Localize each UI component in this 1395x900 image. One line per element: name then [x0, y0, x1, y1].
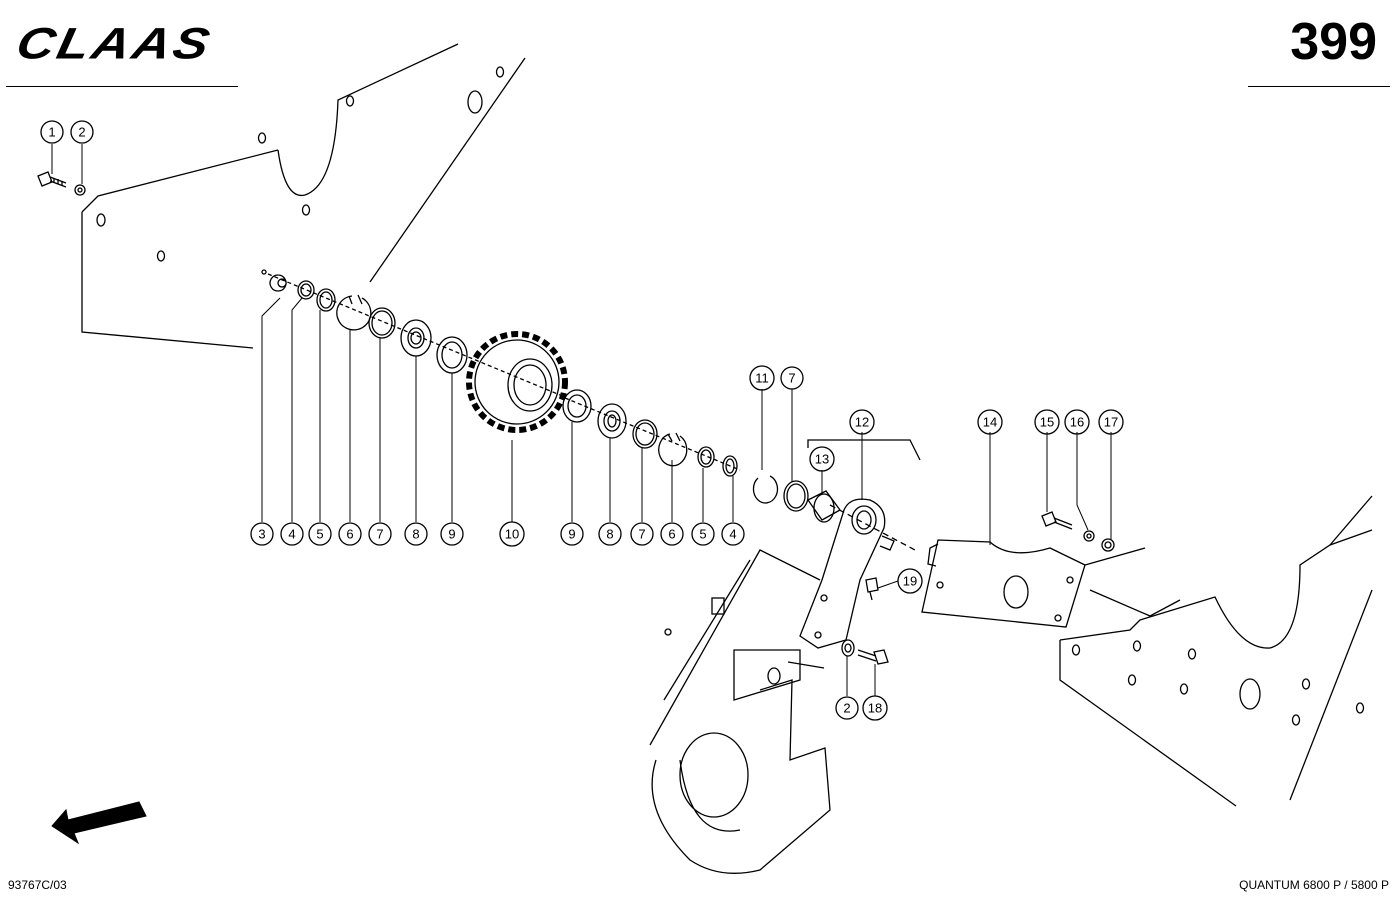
sprocket-part-10 [466, 331, 568, 433]
header-rule-right [1248, 86, 1390, 87]
arrow-down-left-icon [51, 801, 147, 845]
callout-15: 15 [1040, 415, 1054, 430]
callout-2: 2 [78, 125, 85, 140]
header-rule-left [6, 86, 238, 87]
bolt-part-18 [857, 649, 889, 665]
callout-8-right: 8 [606, 527, 613, 542]
callout-2-lower: 2 [843, 701, 850, 716]
washer-part-2 [74, 184, 86, 196]
frame-plate-left [81, 43, 526, 349]
washer-part-16 [1083, 530, 1095, 542]
bearing-assembly-right [562, 389, 916, 551]
callout-8: 8 [412, 527, 419, 542]
callout-13: 13 [815, 452, 829, 467]
washer-part-17 [1101, 538, 1115, 552]
callout-7-upper: 7 [788, 371, 795, 386]
callout-1: 1 [48, 125, 55, 140]
leader-lines [51, 144, 1112, 696]
lower-housing [649, 549, 831, 874]
washer-part-2-lower [841, 639, 855, 657]
callout-16: 16 [1070, 415, 1084, 430]
callout-4-right: 4 [729, 527, 736, 542]
callout-11: 11 [755, 371, 769, 386]
drawing-code: 93767C/03 [8, 878, 67, 892]
model-name: QUANTUM 6800 P / 5800 P [1239, 878, 1389, 892]
page-number: 399 [1290, 13, 1377, 71]
bracket-part-14 [921, 539, 1146, 628]
frame-plate-right [1059, 495, 1373, 807]
callout-18: 18 [868, 701, 882, 716]
callout-7: 7 [376, 527, 383, 542]
callout-10: 10 [505, 527, 519, 542]
callout-5: 5 [316, 527, 323, 542]
callout-19: 19 [903, 574, 917, 589]
callout-9-right: 9 [568, 527, 575, 542]
callout-6-right: 6 [668, 527, 675, 542]
callout-17: 17 [1104, 415, 1118, 430]
callout-9: 9 [448, 527, 455, 542]
callout-7-right: 7 [638, 527, 645, 542]
shaft-assembly [261, 269, 561, 396]
callout-circles [40, 120, 1124, 721]
bolt-part-1 [37, 171, 67, 188]
callout-6: 6 [346, 527, 353, 542]
callout-labels: 1 2 3 4 5 6 7 8 9 10 9 8 7 6 5 4 11 7 13… [48, 125, 1118, 716]
callout-12: 12 [855, 415, 869, 430]
callout-3: 3 [258, 527, 265, 542]
callout-4: 4 [288, 527, 295, 542]
bolt-part-15 [1041, 511, 1073, 530]
callout-5-right: 5 [699, 527, 706, 542]
callout-14: 14 [983, 415, 997, 430]
lever-part-12 [799, 439, 921, 649]
grease-nipple-part-19 [865, 577, 879, 601]
